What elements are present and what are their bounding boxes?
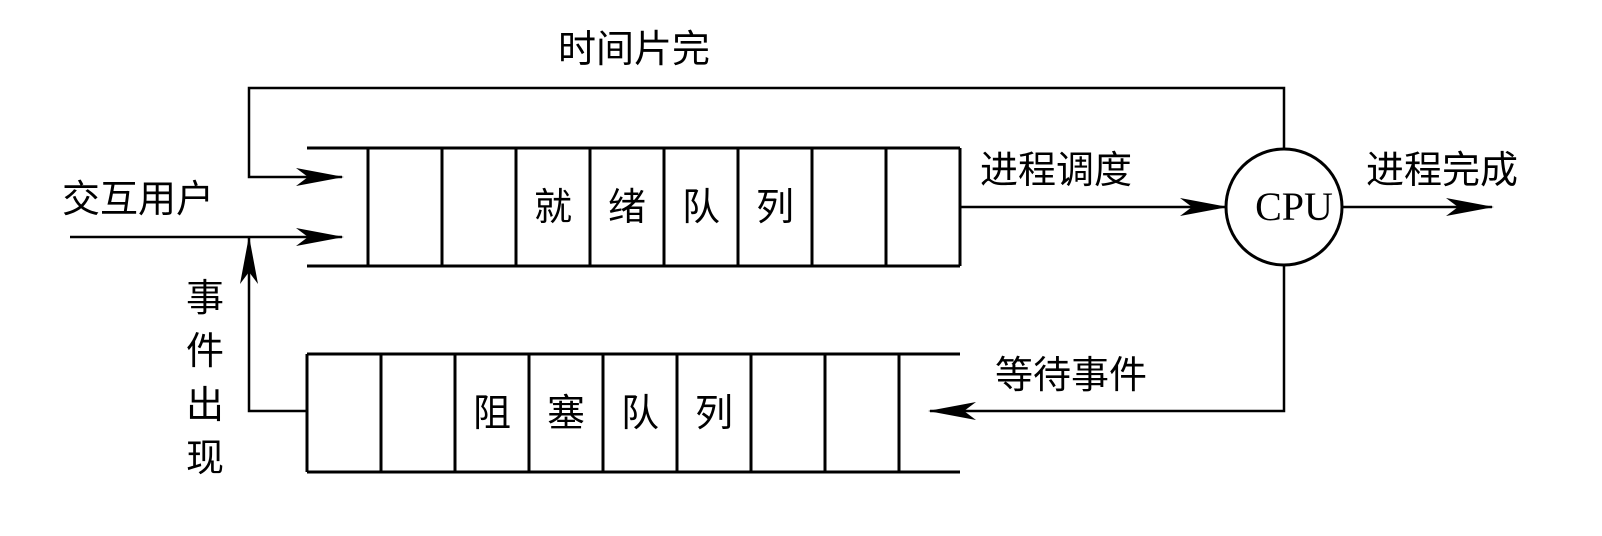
event-occurs-char: 现 xyxy=(186,436,224,480)
ready-queue-cell-label: 绪 xyxy=(608,185,646,229)
time-slice-loop-line xyxy=(247,86,1286,186)
ready-queue: 就绪队列 xyxy=(307,146,962,268)
ready-queue-cell-label: 队 xyxy=(682,185,720,229)
interactive-user-label: 交互用户 xyxy=(62,177,214,221)
ready-queue-cell-label: 列 xyxy=(756,185,794,229)
ready-queue-cell-label: 就 xyxy=(534,185,572,229)
time-slice-label: 时间片完 xyxy=(558,27,710,71)
wait-event-label: 等待事件 xyxy=(995,353,1147,397)
cpu-label: CPU xyxy=(1255,184,1333,229)
blocked-queue-cell-label: 阻 xyxy=(473,391,511,435)
event-occurs-line xyxy=(240,236,307,413)
blocked-queue-cell-label: 塞 xyxy=(547,391,585,435)
scheduling-label: 进程调度 xyxy=(980,148,1132,192)
wait-event-line xyxy=(928,265,1286,420)
event-occurs-label: 事 件 出 现 xyxy=(186,276,224,480)
blocked-queue-cells: 阻塞队列 xyxy=(305,354,901,472)
blocked-queue-cell-label: 列 xyxy=(695,391,733,435)
ready-queue-cells: 就绪队列 xyxy=(366,148,962,266)
event-occurs-char: 事 xyxy=(186,276,224,320)
completion-label: 进程完成 xyxy=(1366,148,1518,192)
event-occurs-char: 件 xyxy=(186,329,224,373)
blocked-queue: 阻塞队列 xyxy=(305,352,960,474)
event-occurs-char: 出 xyxy=(186,383,224,427)
blocked-queue-cell-label: 队 xyxy=(621,391,659,435)
